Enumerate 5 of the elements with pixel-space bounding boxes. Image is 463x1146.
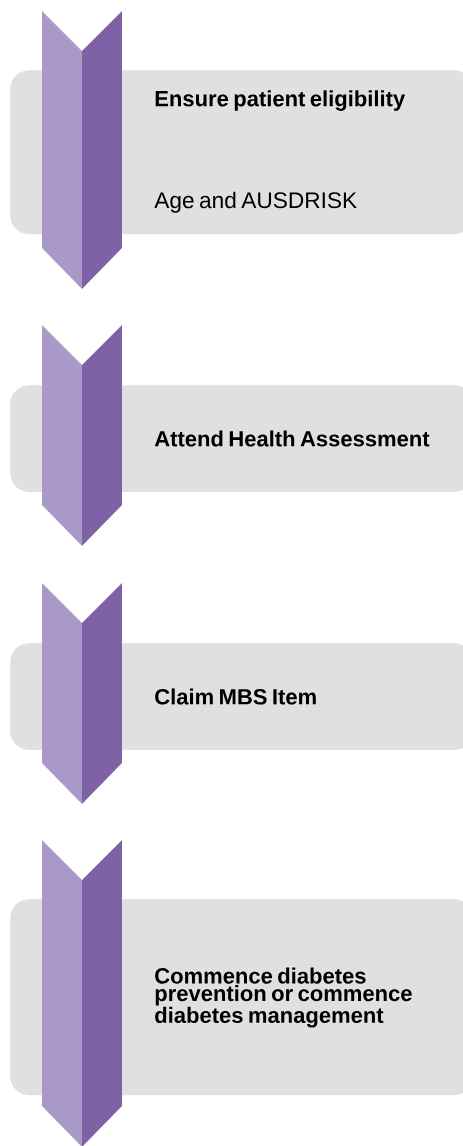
step-title: Ensure patient eligibility bbox=[155, 90, 406, 111]
step-title: Commence diabetes prevention or commence diabetes management bbox=[155, 967, 412, 1028]
step-title: Claim MBS Item bbox=[155, 688, 316, 705]
step-note: Age and AUSDRISK bbox=[154, 191, 357, 213]
step-title: Attend Health Assessment bbox=[154, 430, 430, 447]
